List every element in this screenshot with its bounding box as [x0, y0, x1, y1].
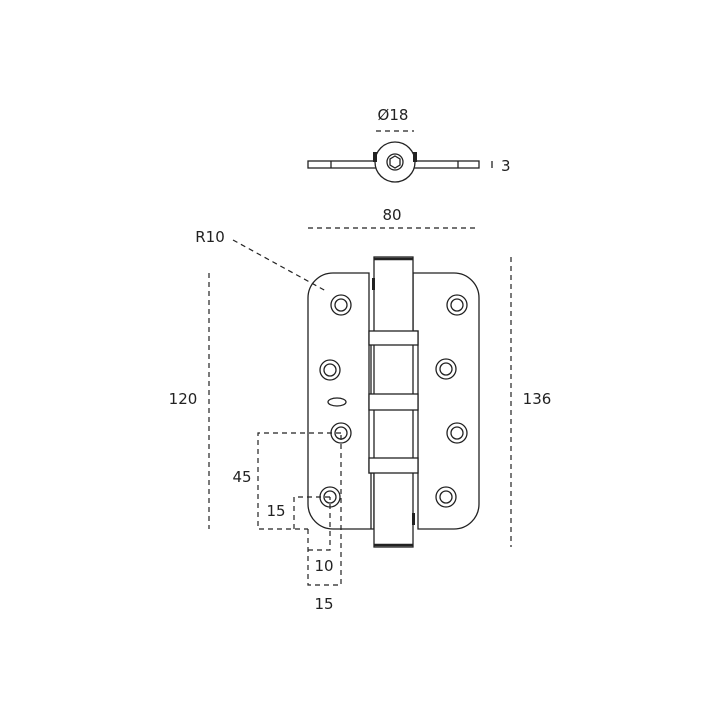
left-leaf-top [307, 160, 379, 169]
logo-icon [327, 397, 347, 407]
hole-vertical-label: 45 [232, 468, 251, 486]
edge-offset-large-label: 15 [314, 595, 333, 613]
width-label: 80 [382, 206, 401, 224]
right-leaf [412, 272, 480, 530]
pin-diameter-label: Ø18 [378, 106, 409, 124]
radius-label: R10 [195, 228, 225, 246]
total-height-label: 136 [523, 390, 552, 408]
top-view: Ø18 3 [307, 106, 511, 183]
front-view [307, 256, 480, 548]
screw-holes [319, 294, 468, 508]
leaf-height-label: 120 [169, 390, 198, 408]
hex-socket-icon [389, 155, 401, 169]
edge-offset-small-label: 10 [314, 557, 333, 575]
thickness-label: 3 [501, 157, 511, 175]
pin-circle [374, 141, 416, 183]
hole-horizontal-label: 15 [266, 502, 285, 520]
left-leaf [307, 272, 375, 530]
right-leaf-top [411, 160, 480, 169]
